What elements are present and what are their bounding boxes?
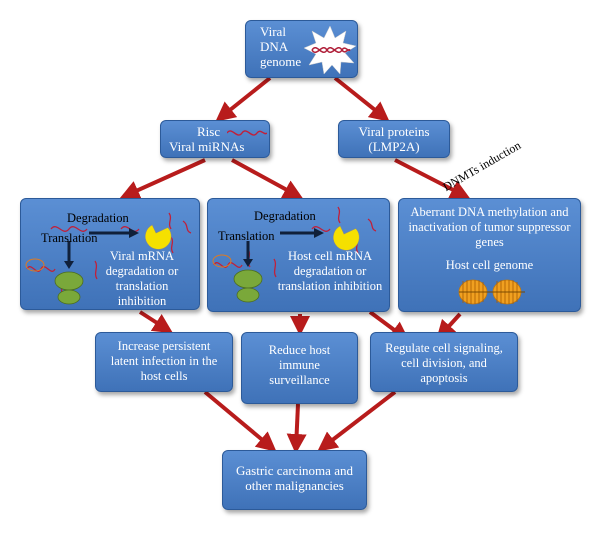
viral-mirnas-label: Viral miRNAs [169,139,245,154]
arrow-genome-to-proteins [333,76,390,122]
host-mrna-text-block: Host cell mRNA degradation or translatio… [270,249,390,294]
viral-proteins-label: Viral proteins [358,124,430,139]
orange-rna-loop-icon [212,254,232,268]
immune-line2: immune [279,358,320,372]
orange-rna-loop-icon [25,258,45,272]
aberrant-line1: Aberrant DNA methylation and [410,205,569,219]
lmp2a-label: (LMP2A) [368,139,420,154]
cell-signaling-box: Regulate cell signaling, cell division, … [370,332,518,392]
arrow-signaling-to-gastric [317,390,397,452]
risc-label: Risc [197,124,221,139]
viral-mrna-line3: translation [115,279,169,293]
translation-label: Translation [218,229,275,243]
arrow-genome-to-mirnas [215,76,272,122]
arrow-proteins-to-aberrant [394,158,471,199]
signaling-line1: Regulate cell signaling, [385,341,503,355]
degradation-label: Degradation [254,209,316,223]
mirnas-text-block: Risc Viral miRNAs [169,124,244,154]
signaling-line2: cell division, and [401,356,487,370]
latent-infection-box: Increase persistent latent infection in … [95,332,233,392]
host-mrna-mechanism-illustration [212,206,377,303]
host-mrna-line1: Host cell mRNA [287,249,373,263]
arrow-viral-mrna-to-latent [138,310,174,334]
ribosome-icon [54,271,84,305]
ribosome-icon [233,269,263,303]
immune-line1: Reduce host [268,343,331,357]
arrow-mirnas-to-viral-mrna [119,158,206,200]
translation-label: Translation [41,231,98,245]
host-mrna-line3: translation inhibition [277,279,383,293]
gastric-line1: Gastric carcinoma and [236,463,353,478]
degradation-label: Degradation [67,211,129,225]
mirna-wave-icon [227,130,267,136]
viral-dna-genome-box: Viral DNA genome [245,20,358,78]
viral-mrna-line1: Viral mRNA [109,249,175,263]
host-cell-genome-label: Host cell genome [445,258,534,272]
yellow-enzyme-icon [333,225,360,251]
viral-mrna-line4: inhibition [117,294,167,308]
viral-mrna-text-block: Viral mRNA degradation or translation in… [85,249,199,309]
genome-label-line3: genome [260,54,302,69]
genome-label-line2: DNA [260,39,289,54]
viral-mrna-line2: degradation or [105,264,179,278]
aberrant-methylation-box: Aberrant DNA methylation and inactivatio… [398,198,581,312]
viral-proteins-box: Viral proteins (LMP2A) [338,120,450,158]
signaling-line3: apoptosis [420,371,468,385]
viral-mrna-mechanism-illustration [25,212,192,305]
arrow-latent-to-gastric [203,390,277,452]
yellow-enzyme-icon [145,224,172,250]
latent-line1: Increase persistent [117,339,211,353]
arrow-immune-to-gastric [286,403,307,454]
latent-line2: latent infection in the [110,354,218,368]
genome-label-line1: Viral [260,24,286,39]
aberrant-line2: inactivation of tumor suppressor [408,220,571,234]
latent-line3: host cells [140,369,188,383]
dna-starburst-icon [304,26,356,74]
immune-surveillance-box: Reduce host immune surveillance [241,332,358,404]
gastric-carcinoma-box: Gastric carcinoma and other malignancies [222,450,367,510]
chromosome-dna-icon [458,279,525,305]
gastric-line2: other malignancies [245,478,344,493]
viral-mirnas-box: Risc Viral miRNAs [160,120,270,158]
host-mrna-degradation-box: Degradation Translation Host cell mRNA d… [207,198,390,312]
aberrant-line3: genes [475,235,504,249]
arrow-mirnas-to-host-mrna [231,158,304,199]
host-mrna-line2: degradation or [293,264,367,278]
viral-mrna-degradation-box: Degradation Translation Viral mRNA degra… [20,198,200,310]
immune-line3: surveillance [269,373,330,387]
